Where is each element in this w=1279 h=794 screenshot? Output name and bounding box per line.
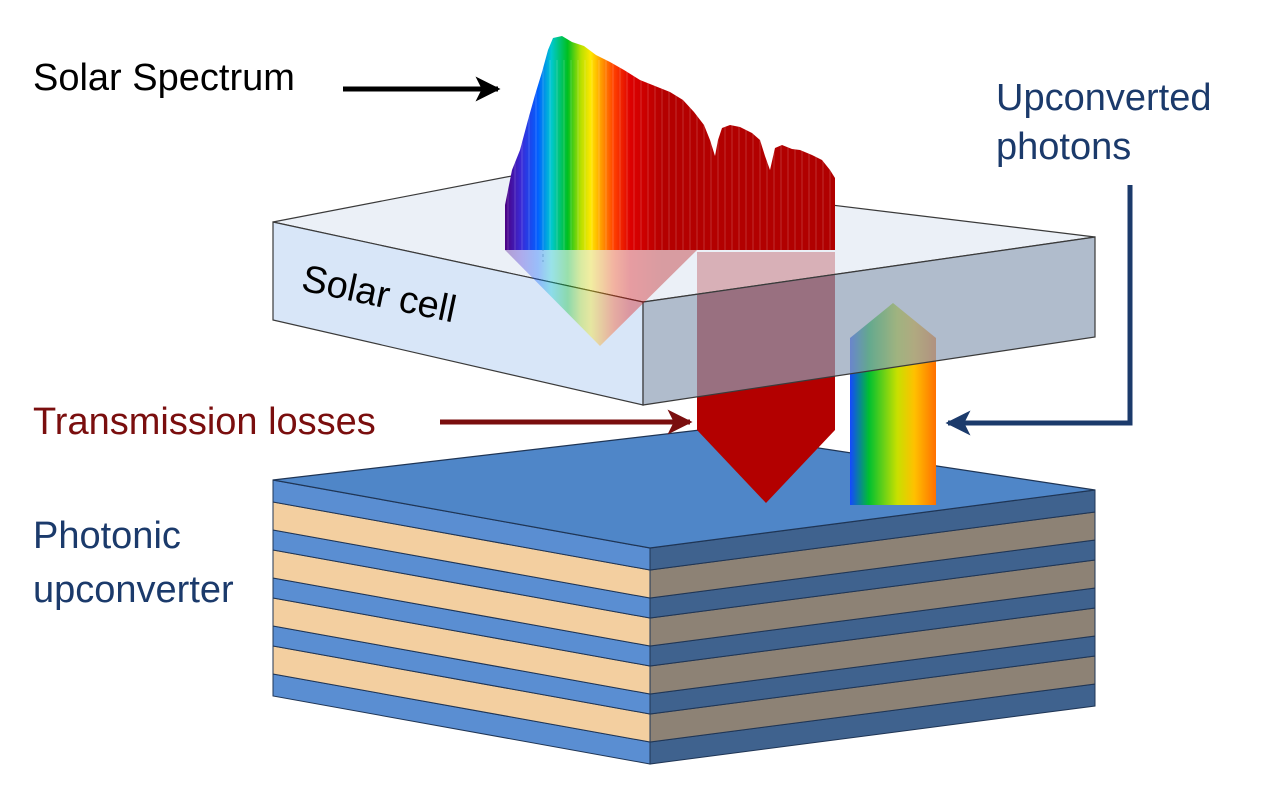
label-upconverted-line2: photons: [996, 126, 1131, 168]
solar-spectrum-graphic: [505, 36, 835, 346]
label-transmission-losses: Transmission losses: [33, 401, 376, 443]
arrow-upconverted-photons: [945, 185, 1133, 436]
photonic-upconverter-stack: [272, 429, 1096, 765]
label-photonic-line2: upconverter: [33, 569, 234, 611]
label-photonic-line1: Photonic: [33, 515, 181, 557]
solar-spectrum-transmitted-cone: [505, 250, 697, 346]
solar-cell-right-face: [642, 236, 1096, 406]
solar-spectrum-shape: [505, 36, 835, 250]
label-upconverted-line1: Upconverted: [996, 77, 1211, 119]
label-solar-spectrum: Solar Spectrum: [33, 57, 295, 99]
